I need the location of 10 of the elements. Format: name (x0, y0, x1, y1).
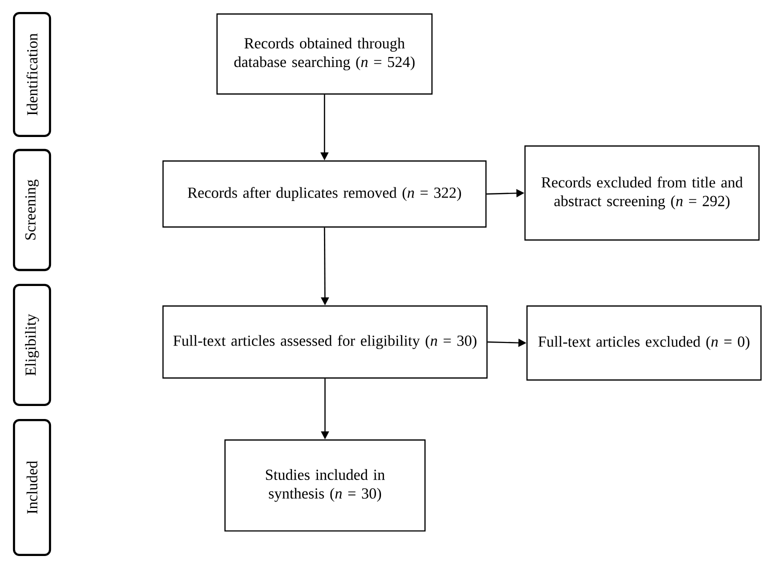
process-box: Full-text articles assessed for eligibility (n = 30) (162, 305, 488, 379)
stage-label-box: Screening (12, 148, 52, 272)
process-box: Records excluded from title and abstract screening (n = 292) (524, 145, 760, 241)
process-box: Records after duplicates removed (n = 322) (162, 160, 487, 228)
stage-label-box: Eligibility (12, 284, 52, 406)
stage-label-box: Identification (12, 12, 52, 138)
stage-label-box: Included (12, 418, 52, 556)
process-box: Full-text articles excluded (n = 0) (526, 305, 762, 381)
process-box: Studies included in synthesis (n = 30) (224, 439, 426, 532)
process-box: Records obtained through database searching (n = 524) (216, 13, 433, 95)
